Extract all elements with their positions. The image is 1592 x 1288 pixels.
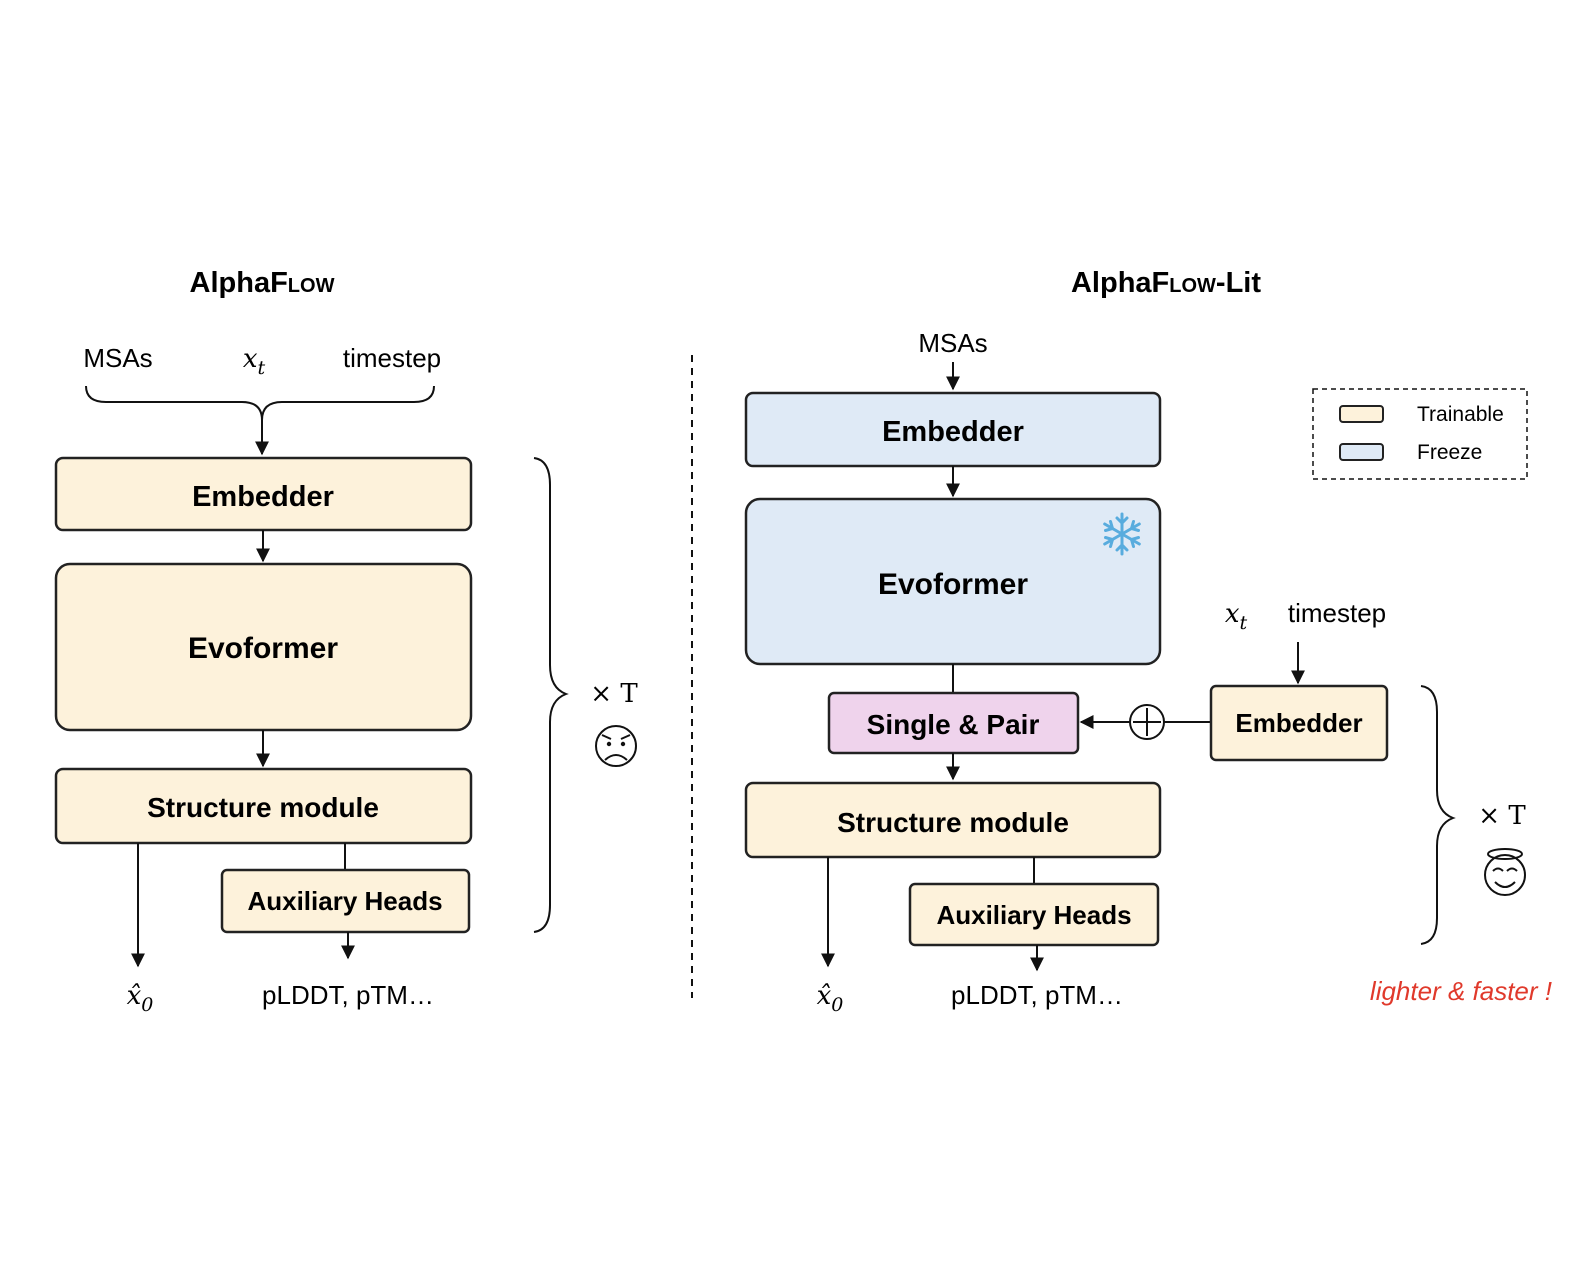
left-structure-label: Structure module — [147, 792, 379, 823]
frowning-face-icon — [595, 725, 637, 767]
left-input-msas: MSAs — [83, 343, 152, 373]
right-evoformer-label: Evoformer — [878, 568, 1028, 601]
right-panel: AlphaFlow-Lit MSAs Embedder Evoformer Si… — [744, 267, 1552, 1016]
left-aux-box — [220, 868, 471, 934]
left-embedder-label: Embedder — [192, 481, 334, 513]
left-evoformer-label: Evoformer — [188, 632, 338, 665]
right-input-xt: xt — [1225, 599, 1248, 634]
left-repeat-brace — [533, 457, 569, 933]
single-pair-label: Single & Pair — [867, 709, 1040, 740]
left-output-metrics: pLDDT, pTM… — [262, 980, 434, 1010]
left-input-xt: xt — [243, 344, 266, 379]
right-input-msas: MSAs — [918, 328, 987, 358]
right-title: AlphaFlow-Lit — [1071, 267, 1261, 299]
right-structure-label: Structure module — [837, 807, 1069, 838]
right-input-timestep: timestep — [1288, 598, 1386, 628]
legend-label-freeze: Freeze — [1417, 441, 1482, 464]
right-frozen-embedder-label: Embedder — [882, 416, 1024, 448]
right-trainable-embedder-label: Embedder — [1235, 708, 1362, 738]
halo-face-icon — [1484, 848, 1526, 896]
legend-swatch-trainable — [1339, 405, 1384, 423]
left-repeat-label: × T — [590, 679, 638, 709]
right-trainable-embedder-box — [1209, 684, 1389, 762]
right-output-x0: x̂0 — [817, 981, 844, 1016]
left-output-x0: x̂0 — [127, 981, 154, 1016]
tagline: lighter & faster ! — [1370, 976, 1552, 1006]
legend-label-trainable: Trainable — [1417, 403, 1504, 426]
left-input-timestep: timestep — [343, 343, 441, 373]
right-structure-box — [744, 781, 1162, 859]
left-title: AlphaFlow — [190, 267, 335, 299]
legend-swatch-freeze — [1339, 443, 1384, 461]
right-output-metrics: pLDDT, pTM… — [951, 980, 1123, 1010]
left-aux-label: Auxiliary Heads — [247, 886, 442, 916]
left-panel: AlphaFlow MSAs xt timestep Embedder Evof… — [54, 267, 638, 1016]
right-aux-label: Auxiliary Heads — [936, 900, 1131, 930]
legend-frame — [1312, 388, 1528, 480]
left-structure-box — [54, 767, 473, 845]
right-aux-box — [908, 882, 1160, 947]
right-repeat-brace — [1420, 685, 1456, 945]
legend: Trainable Freeze — [1312, 388, 1528, 480]
snowflake-icon — [1103, 512, 1141, 556]
right-repeat-label: × T — [1478, 801, 1526, 831]
oplus-icon — [1129, 704, 1165, 740]
input-merge-brace — [85, 385, 435, 421]
